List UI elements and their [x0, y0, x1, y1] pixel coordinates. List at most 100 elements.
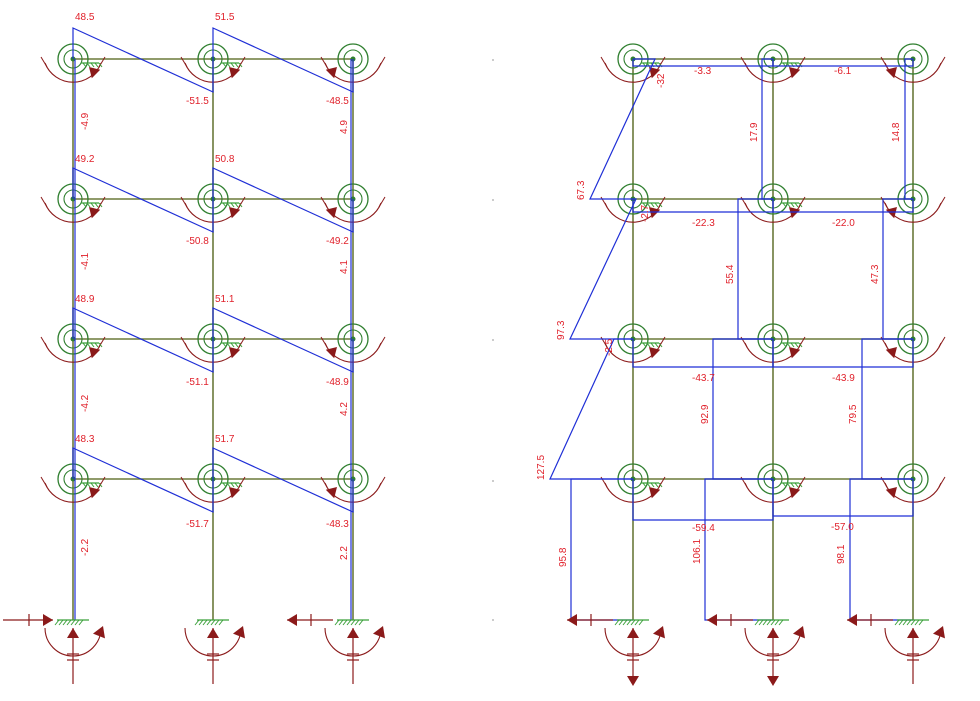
fixity-hatch — [82, 482, 87, 488]
label-r-b7: -57.0 — [831, 522, 854, 533]
force-arrow-icon — [627, 676, 639, 686]
arc-end-tick — [40, 336, 48, 348]
fixed-support-icon — [81, 62, 103, 68]
fixity-hatch — [94, 62, 99, 68]
label-r-b0: -3.3 — [694, 66, 712, 77]
force-arrow-icon — [229, 67, 241, 79]
force-arrow-icon — [325, 347, 337, 359]
ground-hatch — [626, 619, 632, 626]
fixity-hatch — [222, 342, 227, 348]
arc-end-tick — [658, 56, 666, 68]
arc-end-tick — [238, 336, 246, 348]
beam-moment-line — [72, 167, 214, 233]
fixity-hatch — [646, 342, 651, 348]
base-support — [567, 614, 665, 686]
beam-shear-band — [772, 339, 914, 368]
fixity-hatch — [234, 202, 239, 208]
force-arrow-icon — [789, 347, 801, 359]
arc-end-tick — [180, 476, 188, 488]
arc-end-tick — [98, 196, 106, 208]
hinge-outer-ring — [897, 43, 929, 75]
label-l-b6-start: 48.3 — [75, 434, 95, 445]
label-l-c3: 4.1 — [339, 260, 350, 274]
ground-hatch — [78, 619, 84, 626]
label-r-b3: -22.0 — [832, 218, 855, 229]
label-r-c2: 55.4 — [725, 264, 736, 284]
fixity-hatch — [98, 202, 103, 208]
arc-end-tick — [40, 196, 48, 208]
ground-hatch — [902, 619, 908, 626]
left-labels: 48.5 -51.5 51.5 -48.5 49.2 -50.8 50.8 -4… — [75, 12, 350, 560]
force-arrow-icon — [229, 207, 241, 219]
fixed-support-icon — [781, 482, 803, 488]
ground-hatch — [194, 619, 200, 626]
force-arrow-icon — [789, 487, 801, 499]
ground-hatch — [630, 619, 636, 626]
arc-end-tick — [798, 196, 806, 208]
fixity-hatch — [794, 202, 799, 208]
ground-hatch — [350, 619, 356, 626]
ground-hatch — [766, 619, 772, 626]
fixity-hatch — [658, 482, 663, 488]
arc-end-tick — [98, 56, 106, 68]
fixity-hatch — [234, 62, 239, 68]
label-r-small2: -2.5 — [604, 338, 615, 356]
force-arrow-icon — [885, 67, 897, 79]
fixity-hatch — [230, 482, 235, 488]
force-arrow-icon — [229, 487, 241, 499]
ground-hatch — [210, 619, 216, 626]
fixity-hatch — [222, 62, 227, 68]
ground-hatch — [622, 619, 628, 626]
arc-end-tick — [600, 56, 608, 68]
force-arrow-icon — [907, 628, 919, 638]
column-shear-band — [737, 198, 773, 340]
fixity-hatch — [98, 482, 103, 488]
arc-end-tick — [938, 476, 946, 488]
fixity-hatch — [94, 202, 99, 208]
force-arrow-icon — [233, 626, 245, 639]
ground-hatch — [198, 619, 204, 626]
fixed-support-icon — [221, 342, 243, 348]
fixity-hatch — [782, 202, 787, 208]
label-r-b1: -6.1 — [834, 66, 852, 77]
ground-hatch — [58, 619, 64, 626]
fixity-hatch — [642, 482, 647, 488]
ground-hatch — [214, 619, 220, 626]
ground-hatch — [614, 619, 620, 626]
ground-hatch — [334, 619, 340, 626]
label-l-b7-end: -48.3 — [326, 519, 349, 530]
fixed-support-icon — [641, 342, 663, 348]
fixity-hatch — [238, 482, 243, 488]
arc-end-tick — [880, 196, 888, 208]
hinge-inner-ring — [903, 49, 923, 69]
arc-end-tick — [378, 336, 386, 348]
fixed-support-icon — [221, 482, 243, 488]
moment-arc-icon — [184, 627, 242, 657]
beam-shear-band — [772, 479, 914, 517]
fixity-hatch — [786, 482, 791, 488]
fixity-hatch — [238, 62, 243, 68]
beam-moment-line — [72, 27, 214, 93]
label-l-c0: -4.9 — [80, 112, 91, 130]
ground-hatch — [638, 619, 644, 626]
beam-moment-line — [72, 447, 214, 513]
arc-end-tick — [658, 196, 666, 208]
ground-hatch — [898, 619, 904, 626]
arc-end-tick — [180, 196, 188, 208]
column-shear-band — [849, 478, 913, 621]
ground-hatch — [62, 619, 68, 626]
fixed-support-icon — [221, 62, 243, 68]
fixity-hatch — [646, 482, 651, 488]
ground-hatch — [70, 619, 76, 626]
fixity-hatch — [230, 62, 235, 68]
fixity-hatch — [222, 202, 227, 208]
fixity-hatch — [222, 482, 227, 488]
force-arrow-icon — [649, 67, 661, 79]
arc-end-tick — [320, 476, 328, 488]
column-shear-band — [712, 338, 773, 480]
fixity-hatch — [90, 342, 95, 348]
label-r-side0: 67.3 — [576, 180, 587, 200]
arc-end-tick — [98, 476, 106, 488]
force-arrow-icon — [347, 628, 359, 638]
